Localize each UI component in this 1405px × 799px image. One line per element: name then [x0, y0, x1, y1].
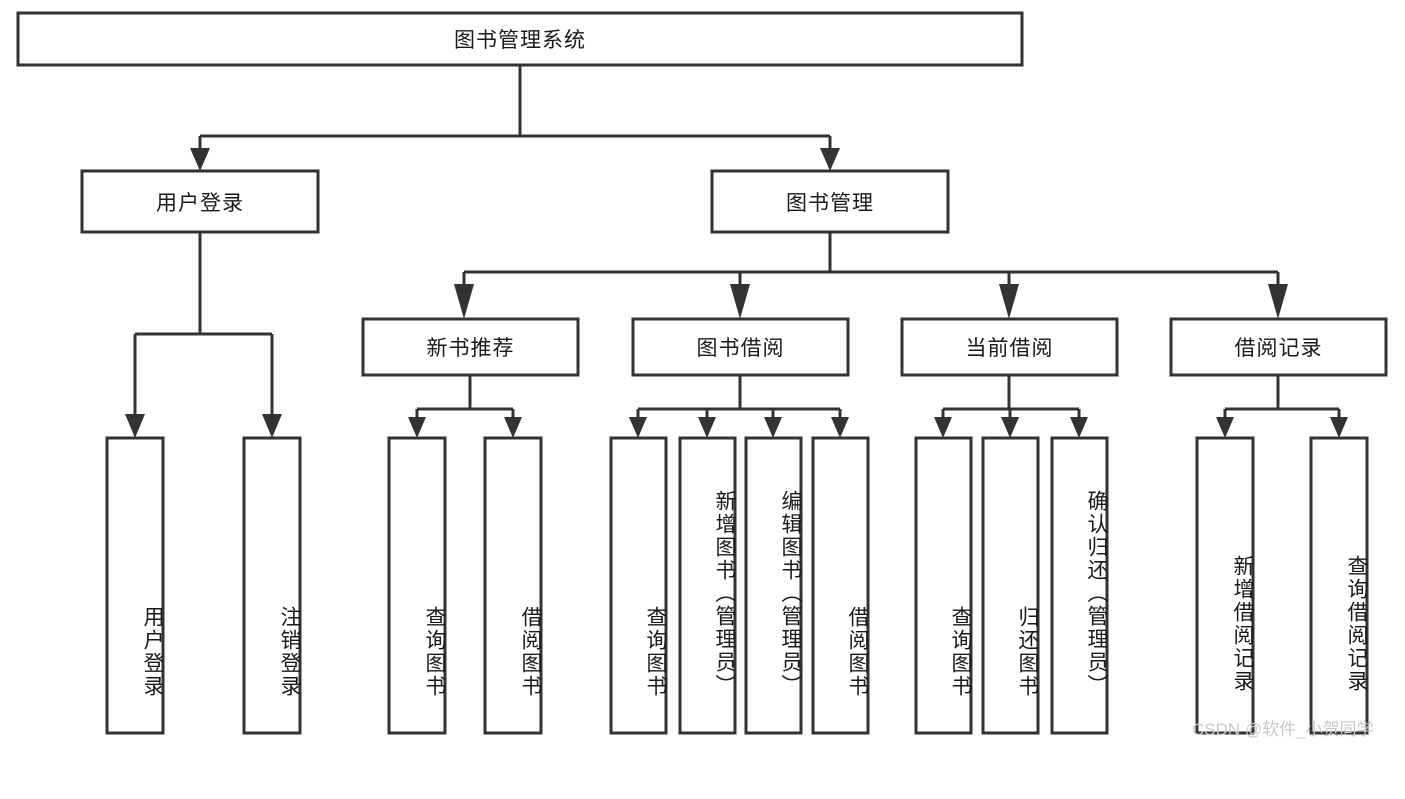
- node-box-leaf-user-login-0[interactable]: [105, 436, 165, 735]
- node-box-current-borrow[interactable]: [900, 317, 1119, 377]
- node-label-leaf-borrow-0: 查询图书: [644, 605, 667, 698]
- node-label-new-book-recommend: 新书推荐: [426, 337, 515, 360]
- arrow-bm-to-book-borrow: [730, 284, 750, 319]
- arrow-current-leaf-2: [1070, 417, 1088, 438]
- arrow-user-login-leaf-1: [262, 414, 282, 438]
- node-label-leaf-records-0: 新增借阅记录: [1231, 554, 1254, 693]
- arrow-borrow-leaf-0: [629, 417, 647, 438]
- node-box-leaf-current-2[interactable]: [1050, 436, 1109, 735]
- node-label-leaf-records-1: 查询借阅记录: [1345, 554, 1368, 693]
- node-box-leaf-borrow-3[interactable]: [811, 436, 870, 735]
- arrow-bm-to-current-borrow: [999, 284, 1019, 319]
- node-label-current-borrow: 当前借阅: [965, 337, 1054, 360]
- node-label-leaf-current-2: 确认归还（管理员）: [1085, 490, 1108, 697]
- arrow-user-login-leaf-0: [125, 414, 145, 438]
- node-label-user-login: 用户登录: [156, 191, 244, 215]
- node-label-book-management: 图书管理: [786, 191, 874, 215]
- node-label-book-borrow: 图书借阅: [696, 337, 785, 360]
- arrow-records-leaf-0: [1216, 417, 1234, 438]
- arrow-root-to-user-login: [190, 148, 210, 171]
- arrow-borrow-leaf-2: [764, 417, 782, 438]
- node-label-leaf-borrow-2: 编辑图书（管理员）: [779, 490, 802, 697]
- node-label-leaf-borrow-1: 新增图书（管理员）: [713, 490, 736, 697]
- node-label-leaf-new-books-1: 借阅图书: [519, 605, 542, 698]
- node-box-leaf-current-0[interactable]: [914, 436, 973, 735]
- node-box-leaf-user-login-1[interactable]: [242, 436, 302, 735]
- arrow-root-to-book-management: [820, 148, 840, 171]
- node-box-leaf-records-1[interactable]: [1309, 436, 1369, 735]
- node-box-leaf-borrow-1[interactable]: [678, 436, 737, 735]
- node-box-leaf-records-0[interactable]: [1195, 436, 1255, 735]
- node-box-new-book-recommend[interactable]: [361, 317, 580, 377]
- node-box-user-login[interactable]: [80, 169, 320, 234]
- node-label-leaf-new-books-0: 查询图书: [423, 605, 446, 698]
- node-box-leaf-borrow-0[interactable]: [609, 436, 668, 735]
- arrow-bm-to-borrow-records: [1268, 284, 1288, 319]
- arrow-bm-to-new-book-recommend: [454, 284, 474, 319]
- arrow-current-leaf-1: [1001, 417, 1019, 438]
- node-label-leaf-user-login-0: 用户登录: [141, 605, 164, 698]
- node-box-leaf-current-1[interactable]: [981, 436, 1040, 735]
- arrow-records-leaf-1: [1330, 417, 1348, 438]
- diagram-svg: [16, 11, 1388, 735]
- arrow-new-books-leaf-1: [504, 417, 522, 438]
- node-label-leaf-user-login-1: 注销登录: [278, 605, 301, 698]
- node-label-borrow-records: 借阅记录: [1234, 337, 1323, 360]
- arrow-new-books-leaf-0: [408, 417, 426, 438]
- node-box-leaf-new-books-0[interactable]: [387, 436, 447, 735]
- node-box-leaf-borrow-2[interactable]: [744, 436, 803, 735]
- node-label-leaf-borrow-3: 借阅图书: [846, 605, 869, 698]
- diagram-canvas: 图书管理系统 用户登录 图书管理 新书推荐 图书借阅 当前借阅 借阅记录 用户登…: [16, 11, 1388, 739]
- node-label-root: 图书管理系统: [454, 29, 586, 52]
- node-label-leaf-current-1: 归还图书: [1016, 605, 1039, 698]
- node-box-root[interactable]: [16, 11, 1024, 67]
- watermark-text: CSDN @软件_小贺同学: [1192, 720, 1374, 739]
- node-label-leaf-current-0: 查询图书: [949, 605, 972, 698]
- arrow-borrow-leaf-3: [831, 417, 849, 438]
- node-box-leaf-new-books-1[interactable]: [483, 436, 543, 735]
- arrow-borrow-leaf-1: [698, 417, 716, 438]
- arrow-current-leaf-0: [934, 417, 952, 438]
